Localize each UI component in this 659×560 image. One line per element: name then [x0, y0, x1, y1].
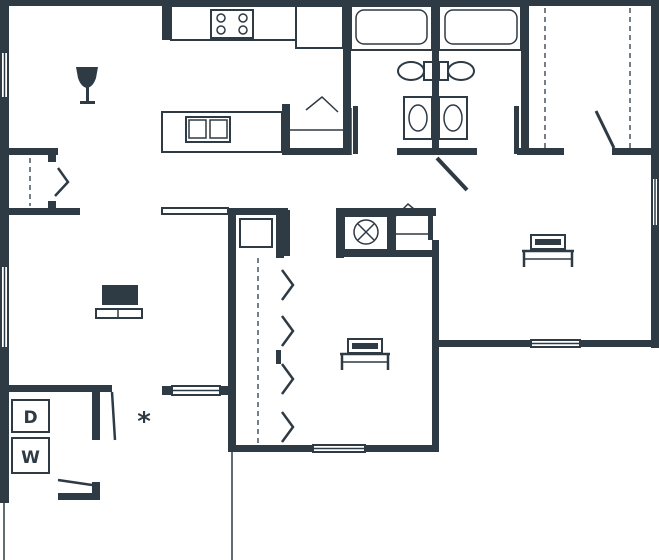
svg-text:*: * [137, 407, 151, 437]
bathroom-left [350, 5, 469, 192]
exterior-lines [3, 452, 233, 560]
sink-icon [185, 116, 231, 143]
bed-icon [522, 234, 574, 267]
fan-icon [343, 215, 389, 251]
star-icon: * [137, 407, 151, 437]
bed-icon [340, 338, 390, 370]
dryer-label: D [23, 408, 37, 428]
tv-icon [95, 285, 143, 319]
toilet-icon [438, 61, 475, 81]
bedroom-1 [522, 8, 631, 267]
bathtub-icon [438, 5, 522, 51]
windows [0, 51, 659, 453]
wine-glass-icon [76, 67, 98, 104]
bathtub-icon [350, 5, 433, 51]
kitchen [161, 5, 344, 153]
living-room: * [29, 158, 151, 441]
stove-icon [210, 9, 254, 39]
bathroom-right [438, 5, 522, 154]
laundry: D W [11, 399, 93, 487]
bedroom-2 [239, 202, 433, 444]
washer-label: W [21, 448, 40, 468]
toilet-icon [397, 61, 434, 81]
walls [0, 0, 659, 503]
